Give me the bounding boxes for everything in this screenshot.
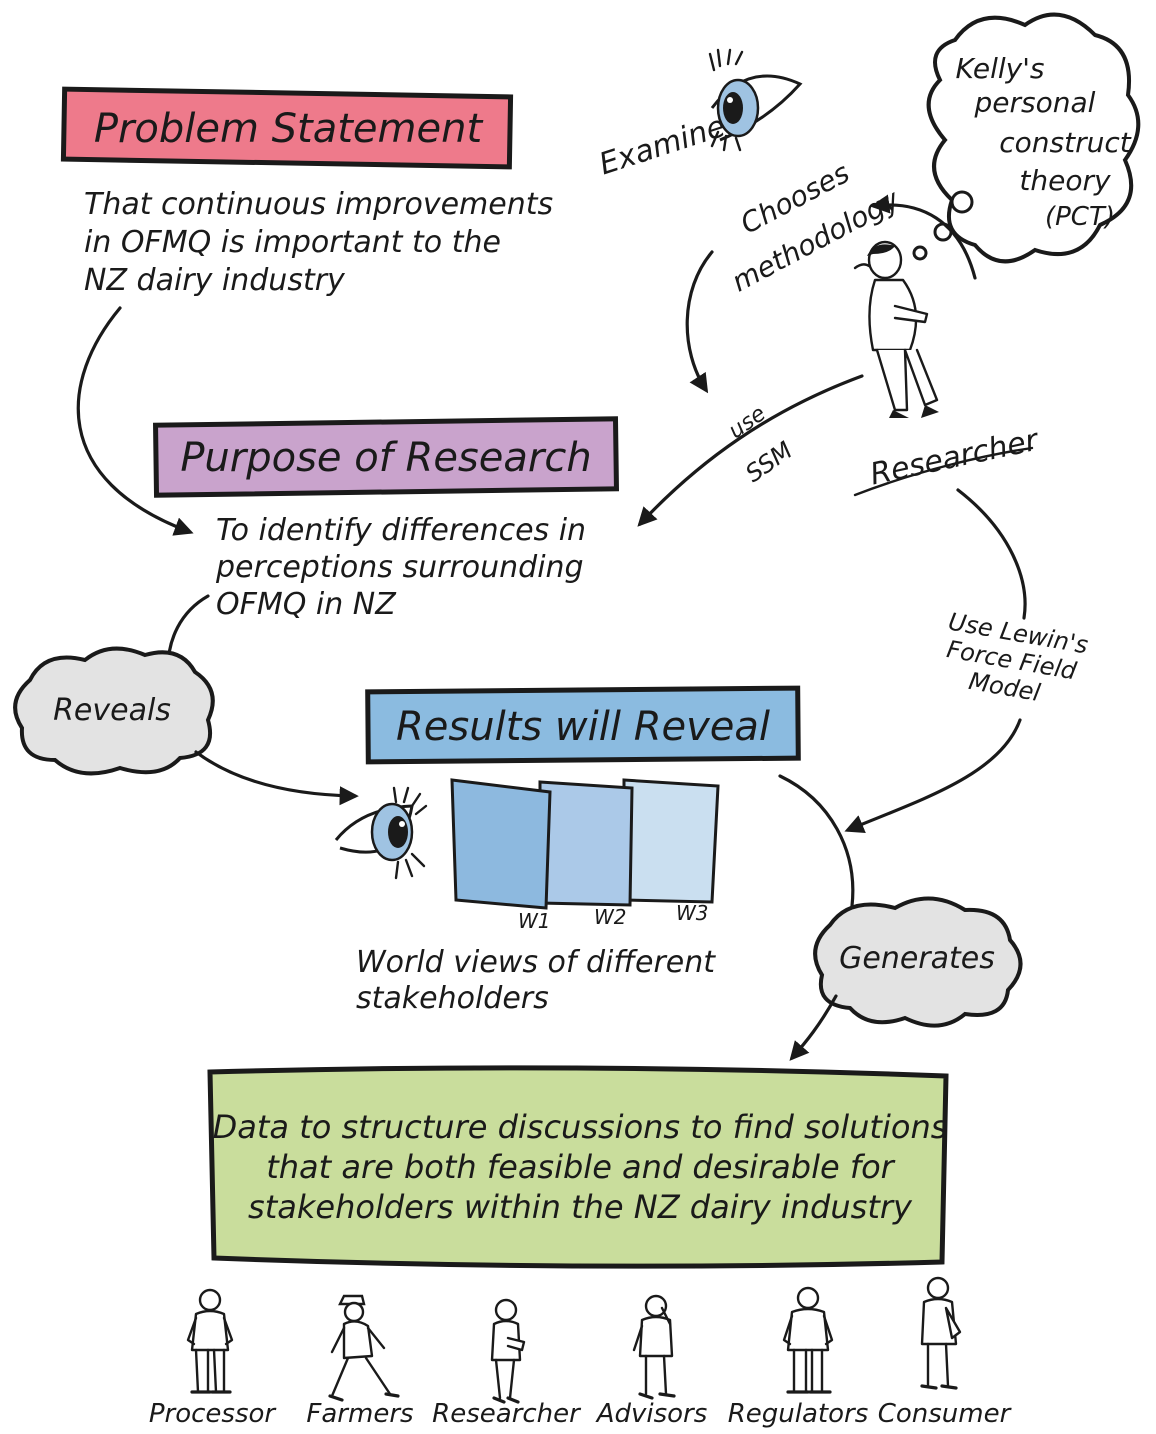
- farmer-figure-icon: [328, 1294, 400, 1402]
- worldview-caption-line-1: World views of different: [356, 945, 716, 980]
- problem-statement-title: Problem Statement: [94, 106, 484, 152]
- lewin-arrow: [844, 718, 1022, 833]
- generates-cloud: Generates: [813, 896, 1023, 1028]
- reveals-to-results-arrow: [194, 750, 359, 806]
- worldview-panels: W1 W2 W3: [450, 778, 720, 933]
- results-banner: [365, 685, 801, 765]
- pct-to-methodology-arrow: [870, 194, 977, 280]
- pct-line-4: theory: [1019, 164, 1111, 197]
- pct-line-3: construct: [999, 126, 1131, 159]
- outcome-box: [207, 1065, 949, 1269]
- worldview-label-1: W1: [518, 909, 551, 933]
- pct-line-5: (PCT): [1045, 202, 1115, 232]
- stakeholder-label-consumer: Consumer: [878, 1399, 1013, 1429]
- stakeholder-label-advisors: Advisors: [595, 1399, 708, 1429]
- outcome-block: Data to structure discussions to find so…: [207, 1065, 949, 1269]
- researcher-stakeholder-figure-icon: [490, 1298, 526, 1404]
- processor-figure-icon: [186, 1288, 234, 1394]
- problem-statement-banner: [60, 86, 514, 170]
- examine-label: Examine: [595, 109, 730, 182]
- generates-cloud-shape: [813, 896, 1023, 1028]
- stakeholder-label-processor: Processor: [149, 1399, 278, 1429]
- worldview-caption-line-2: stakeholders: [356, 981, 549, 1016]
- purpose-of-research-block: Purpose of Research To identify differen…: [152, 416, 620, 622]
- problem-statement-line-3: NZ dairy industry: [84, 263, 346, 298]
- consumer-figure-icon: [920, 1276, 962, 1390]
- generates-to-outcome-arrow: [789, 994, 838, 1061]
- problem-to-purpose-arrow: [76, 306, 194, 536]
- purpose-line-1: To identify differences in: [216, 513, 586, 548]
- researcher-figure-icon: [853, 240, 939, 418]
- reveals-label: Reveals: [53, 693, 171, 728]
- problem-statement-line-1: That continuous improvements: [84, 187, 553, 222]
- stakeholder-label-researcher: Researcher: [432, 1399, 582, 1429]
- worldview-label-2: W2: [594, 905, 627, 929]
- outcome-line-1: Data to structure discussions to find so…: [213, 1108, 948, 1146]
- ssm-arrow: [637, 374, 864, 527]
- purpose-line-3: OFMQ in NZ: [216, 587, 397, 622]
- worldview-panel-1: [450, 778, 552, 910]
- worldview-panel-3: [622, 778, 720, 904]
- methodology-down-arrow: [685, 250, 714, 394]
- worldview-eye-icon: [334, 786, 428, 880]
- advisor-figure-icon: [632, 1294, 676, 1400]
- outcome-line-2: that are both feasible and desirable for: [266, 1148, 895, 1186]
- outcome-line-3: stakeholders within the NZ dairy industr…: [248, 1188, 913, 1226]
- pct-line-1: Kelly's: [955, 52, 1044, 85]
- results-title: Results will Reveal: [396, 704, 770, 750]
- pct-line-2: personal: [974, 86, 1096, 119]
- purpose-of-research-banner: [152, 416, 620, 498]
- reveals-cloud: Reveals: [13, 646, 215, 776]
- reveals-cloud-shape: [13, 646, 215, 776]
- problem-statement-block: Problem Statement That continuous improv…: [60, 86, 553, 298]
- worldview-panel-2: [538, 780, 634, 907]
- stakeholder-label-farmers: Farmers: [306, 1399, 413, 1429]
- stakeholders-row: Processor Farmers Researcher Advisors Re…: [149, 1276, 1013, 1429]
- purpose-line-2: perceptions surrounding: [215, 550, 584, 585]
- stakeholder-label-regulators: Regulators: [728, 1399, 869, 1429]
- ssm-label-line-2: SSM: [740, 436, 798, 488]
- regulator-figure-icon: [782, 1286, 834, 1394]
- generates-label: Generates: [839, 941, 995, 976]
- worldview-label-3: W3: [676, 901, 709, 925]
- results-to-generates-line: [778, 774, 855, 908]
- results-block: Results will Reveal: [365, 685, 801, 765]
- purpose-of-research-title: Purpose of Research: [180, 435, 591, 481]
- researcher-underline: [853, 446, 1034, 497]
- examine-eye-icon: [708, 48, 803, 152]
- lewin-upper-line: [956, 488, 1027, 620]
- pct-thought-cloud: Kelly's personal construct theory (PCT): [912, 12, 1141, 264]
- problem-statement-line-2: in OFMQ is important to the: [84, 225, 501, 260]
